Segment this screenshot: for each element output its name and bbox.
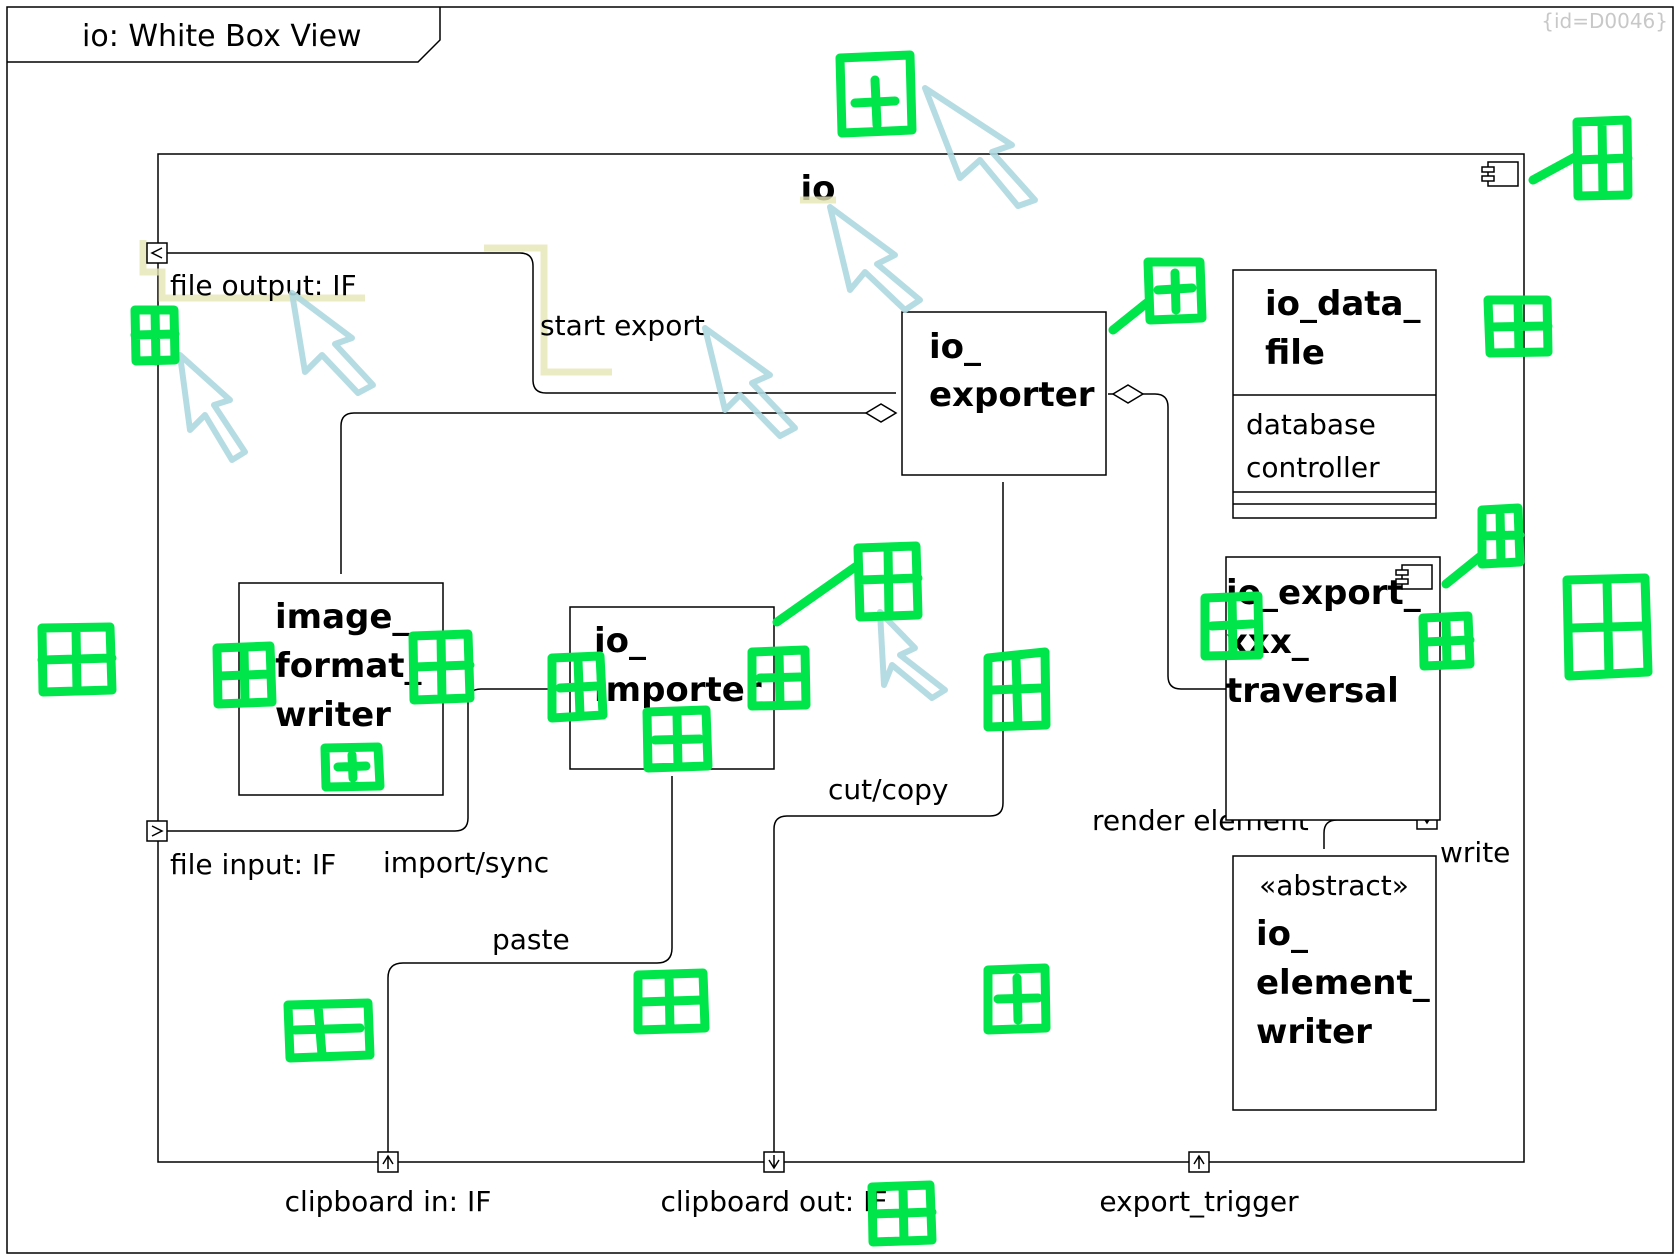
io-data-file-name-line1: io_data_ [1265,284,1421,324]
frame-title: io: White Box View [82,19,362,54]
clipboard-out-port[interactable] [763,1151,785,1173]
writer-aggregation-connector[interactable] [340,412,866,574]
io-element-writer-stereotype: «abstract» [1259,869,1409,902]
import-sync-label: import/sync [383,846,549,879]
io-exporter-name-line2: exporter [929,375,1095,415]
cursor-icon [877,609,948,701]
frame-id-tag: {id=D0046} [1541,9,1668,33]
plus-box-mark-icon [983,647,1051,732]
port-out-arrow-icon [768,1155,780,1170]
plus-box-mark-icon [212,641,277,709]
plus-box-mark-icon [1418,611,1475,671]
traversal-name-line3: traversal [1226,671,1399,711]
io-element-writer-name-line1: io_ [1256,914,1308,954]
io-data-file-name-line2: file [1265,333,1325,373]
io-element-writer-name-line2: element_ [1256,963,1430,1003]
plus-box-mark-icon [983,963,1051,1035]
clipboard-out-port-label: clipboard out: IF [660,1185,887,1218]
plus-box-mark-icon [1483,295,1553,358]
plus-box-mark-icon [642,705,713,773]
cursor-icon [922,85,1038,209]
cursor-sketches [177,85,1038,701]
plus-box-mark-icon [1200,591,1264,661]
io-export-xxx-traversal-part[interactable]: io_export_ xxx_ traversal [1225,556,1441,821]
port-out-arrow-icon [150,247,163,259]
aggregation-diamond-icon [1111,384,1145,404]
plus-box-mark-icon [772,541,923,627]
cursor-icon [702,325,798,439]
plus-box-mark-icon [1441,503,1525,589]
plus-box-mark-icon [547,651,608,723]
plus-box-mark-icon [1562,573,1653,681]
component-icon [1395,564,1433,590]
cut-copy-connector[interactable] [773,482,1004,1152]
annotation-marks [37,50,1653,1247]
plus-box-mark-icon [283,998,375,1063]
port-in-arrow-icon [382,1154,394,1169]
io-exporter-part[interactable]: io_ exporter [901,311,1107,476]
plus-box-mark-icon [320,742,385,792]
highlight-stroke [139,240,365,302]
plus-box-mark-icon [1108,257,1207,335]
plus-box-mark-icon [633,968,710,1035]
plus-box-mark-icon [747,645,811,711]
paste-label: paste [492,923,570,956]
start-export-connector[interactable] [165,252,896,394]
cursor-icon [827,204,923,313]
highlight-stroke [484,244,612,376]
port-in-arrow-icon [151,825,164,837]
file-output-port[interactable] [146,242,168,264]
clipboard-in-port[interactable] [377,1151,399,1173]
image-format-writer-name-line2: format_ [275,646,422,686]
plus-box-mark-icon [408,629,475,705]
component-icon [1481,161,1519,187]
io-data-file-class[interactable]: io_data_ file database controller [1232,269,1437,519]
port-in-arrow-icon [1193,1154,1205,1169]
image-format-writer-name-line1: image_ [275,597,409,637]
io-element-writer-class[interactable]: «abstract» io_ element_ writer [1232,855,1437,1111]
aggregation-diamond-icon [864,403,898,423]
io-data-file-attr-line1: database [1246,408,1376,441]
plus-box-mark-icon [835,50,917,138]
io-exporter-name-line1: io_ [929,327,981,367]
frame-title-tab [7,7,441,63]
plus-box-mark-icon [37,622,117,697]
cut-copy-label: cut/copy [828,773,948,806]
cursor-icon [177,352,248,463]
io-importer-name-line2: importer [594,670,762,710]
clipboard-in-port-label: clipboard in: IF [285,1185,492,1218]
plus-box-mark-icon [130,305,180,366]
import-sync-connector[interactable] [165,688,570,832]
start-export-label: start export [540,309,705,342]
image-format-writer-name-line3: writer [275,695,391,735]
write-label: write [1440,836,1510,869]
file-input-port[interactable] [146,820,168,842]
traversal-aggregation-connector[interactable] [1108,393,1226,690]
plus-box-mark-icon [1528,115,1633,201]
plus-box-mark-icon [867,1180,937,1247]
io-data-file-attr-line2: controller [1246,451,1380,484]
paste-connector[interactable] [387,776,673,1152]
file-input-port-label: file input: IF [170,848,336,881]
export-trigger-port-label: export_trigger [1099,1185,1299,1218]
cursor-icon [289,290,376,396]
file-output-port-label: file output: IF [170,269,357,302]
io-element-writer-name-line3: writer [1256,1012,1372,1052]
export-trigger-port[interactable] [1188,1151,1210,1173]
